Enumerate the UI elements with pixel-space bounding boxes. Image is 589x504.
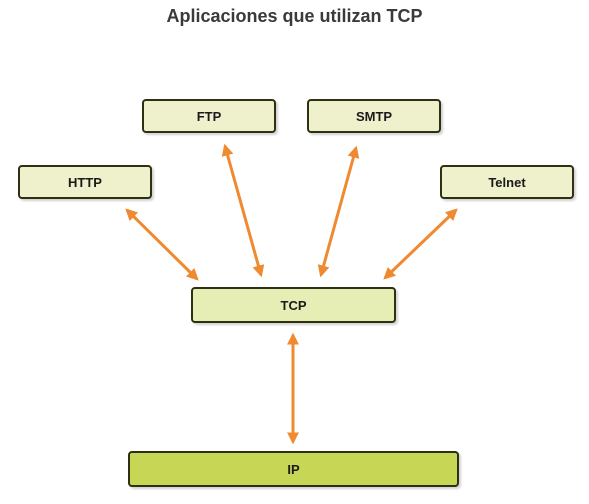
node-smtp-label: SMTP (355, 108, 393, 124)
arrow-http-tcp (125, 208, 199, 281)
node-ftp: FTP (142, 99, 276, 133)
node-smtp: SMTP (307, 99, 441, 133)
arrow-smtp-tcp (317, 145, 360, 278)
arrow-telnet-tcp (383, 208, 458, 280)
node-http-label: HTTP (68, 174, 102, 190)
node-tcp-label: TCP (280, 297, 307, 313)
node-ip-label: IP (287, 461, 300, 477)
node-ftp-label: FTP (196, 108, 222, 124)
arrow-ftp-tcp (221, 143, 265, 278)
node-telnet-label: Telnet (488, 174, 526, 190)
node-tcp: TCP (191, 287, 396, 323)
node-telnet: Telnet (440, 165, 574, 199)
node-ip: IP (128, 451, 459, 487)
node-http: HTTP (18, 165, 152, 199)
diagram-title: Aplicaciones que utilizan TCP (166, 6, 423, 26)
